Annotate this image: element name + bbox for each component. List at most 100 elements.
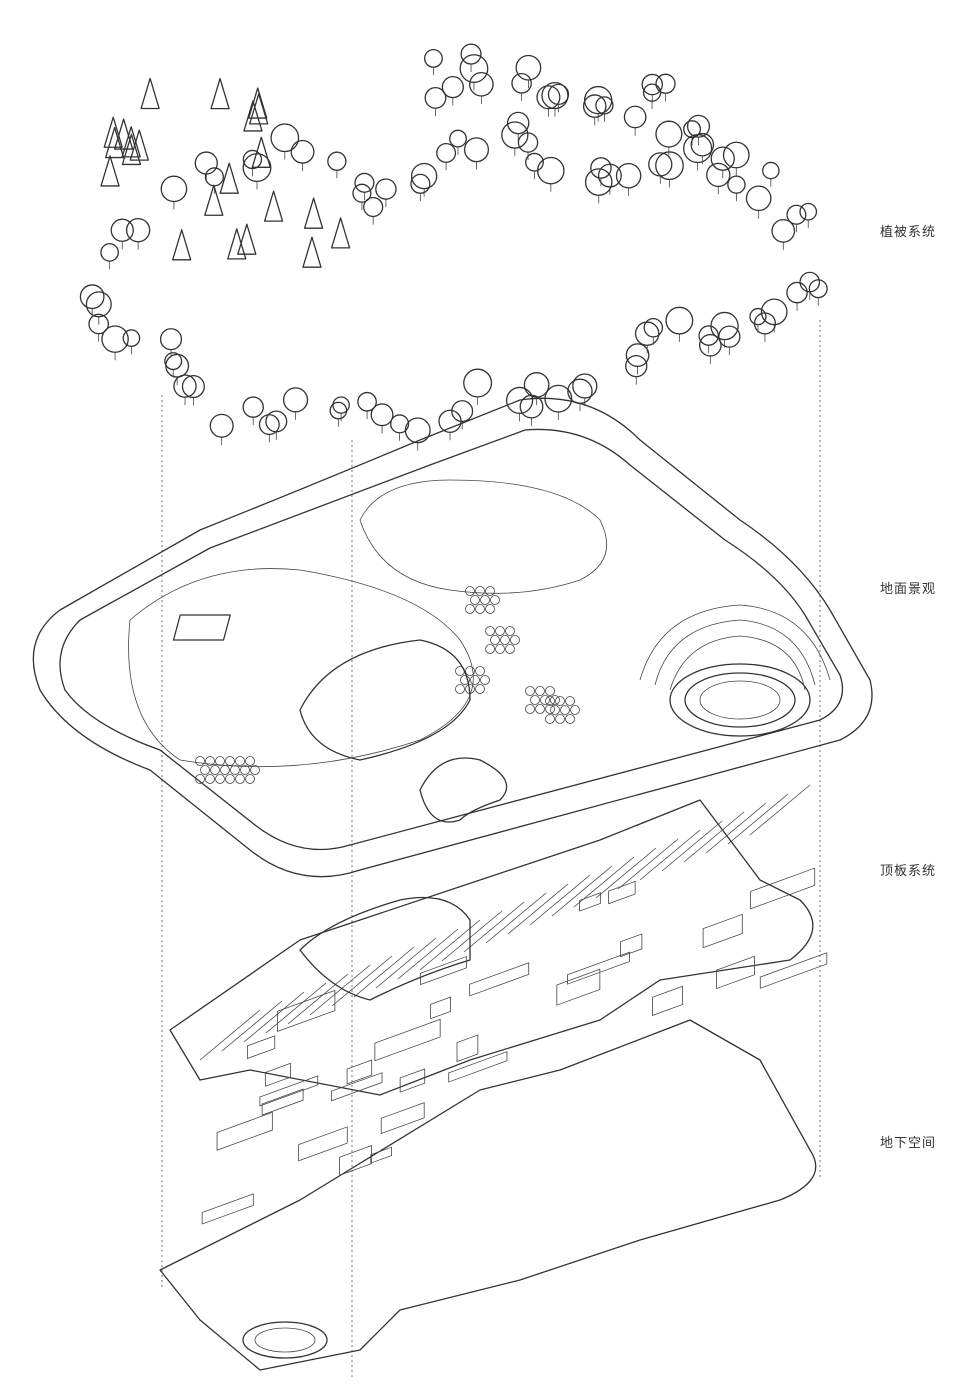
tree-icon [683, 133, 713, 171]
tree-icon [808, 279, 828, 306]
basement-room [331, 1072, 383, 1102]
tree-icon [270, 123, 300, 160]
tree-icon [125, 217, 151, 250]
underground-layer [159, 867, 828, 1371]
basement-room [420, 955, 467, 986]
basement-room [380, 1102, 425, 1135]
roof-slab-layer [169, 784, 814, 1096]
paving-hex [460, 675, 470, 685]
roof-beam [331, 955, 393, 1007]
paving-hex [215, 774, 225, 784]
tree-icon [511, 73, 532, 101]
basement-room [759, 952, 828, 989]
paving-hex [495, 644, 505, 654]
paving-hex [535, 686, 545, 696]
tree-icon [665, 306, 694, 342]
paving-hex [465, 604, 475, 614]
tree-icon [423, 48, 443, 76]
tree-icon [648, 152, 673, 184]
paving-hex [530, 695, 540, 705]
conifer-icon [104, 126, 125, 159]
tree-icon [100, 243, 119, 270]
tree-icon [438, 409, 462, 441]
paving-hex [235, 756, 245, 766]
paving-hex [505, 644, 515, 654]
paving-hex [215, 756, 225, 766]
tree-icon [165, 353, 190, 386]
paving-hex [555, 696, 565, 706]
paving-hex [240, 765, 250, 775]
paving-hex [570, 705, 580, 715]
paving-hex [475, 604, 485, 614]
roof-beam [309, 964, 371, 1016]
tree-icon [282, 387, 309, 420]
tree-icon [615, 162, 642, 196]
alignment-guides [161, 320, 821, 1380]
paving-hex [225, 774, 235, 784]
roof-beam [441, 910, 503, 962]
paving-hex [210, 765, 220, 775]
tree-icon [424, 86, 447, 117]
roof-beam [639, 829, 701, 881]
roof-beam [375, 937, 437, 989]
tree-icon [722, 141, 750, 176]
tree-icon [595, 96, 614, 122]
paving-hex [550, 705, 560, 715]
basement-room [339, 1145, 372, 1176]
tree-icon [753, 312, 777, 342]
paving-hex [490, 595, 500, 605]
paving-hex [500, 635, 510, 645]
tree-icon [258, 414, 280, 443]
paving-hex [230, 765, 240, 775]
paving-hex [200, 765, 210, 775]
paving-hex [545, 686, 555, 696]
roof-beam [617, 838, 679, 890]
tree-icon [515, 54, 542, 89]
basement-room [448, 1051, 508, 1083]
conifer-icon [227, 228, 247, 260]
tree-icon [357, 391, 377, 419]
layer-label-underground-space: 地下空间 [880, 1136, 937, 1151]
tree-icon [625, 343, 650, 375]
paving-hex [555, 714, 565, 724]
paving-hex [195, 756, 205, 766]
roof-beam [551, 865, 613, 917]
tree-icon [698, 333, 722, 364]
basement-room [750, 867, 816, 910]
tree-icon [329, 401, 348, 427]
conifer-icon [251, 136, 271, 168]
roof-beam [397, 928, 459, 980]
tree-icon [655, 73, 676, 102]
roof-beam [683, 811, 745, 863]
basement-room [277, 989, 336, 1032]
basement-outline [159, 1019, 817, 1371]
tree-icon [451, 400, 474, 430]
basement-room [567, 951, 630, 985]
paving-hex [470, 675, 480, 685]
tree-icon [501, 121, 529, 157]
paving-hex [465, 666, 475, 676]
tree-icon [242, 396, 264, 426]
paving-hex [560, 705, 570, 715]
paving-hex [565, 696, 575, 706]
paving-hex [525, 704, 535, 714]
tree-icon [354, 172, 375, 201]
tree-icon [655, 120, 683, 155]
tree-icon [242, 149, 263, 177]
basement-room [346, 1059, 373, 1085]
paving-hex [485, 586, 495, 596]
paving-hex [485, 644, 495, 654]
roof-beam [507, 883, 569, 935]
paving-hex [235, 774, 245, 784]
roof-beam [485, 892, 547, 944]
roof-beam [749, 784, 811, 836]
basement-room [264, 1062, 291, 1087]
conifer-icon [237, 223, 257, 255]
tree-icon [390, 414, 410, 441]
ground-slab-outline [32, 397, 873, 878]
basement-room [216, 1111, 273, 1151]
basement-room [579, 892, 601, 912]
tree-icon [85, 291, 112, 325]
conifer-icon [121, 133, 142, 166]
tree-icon [525, 152, 544, 180]
